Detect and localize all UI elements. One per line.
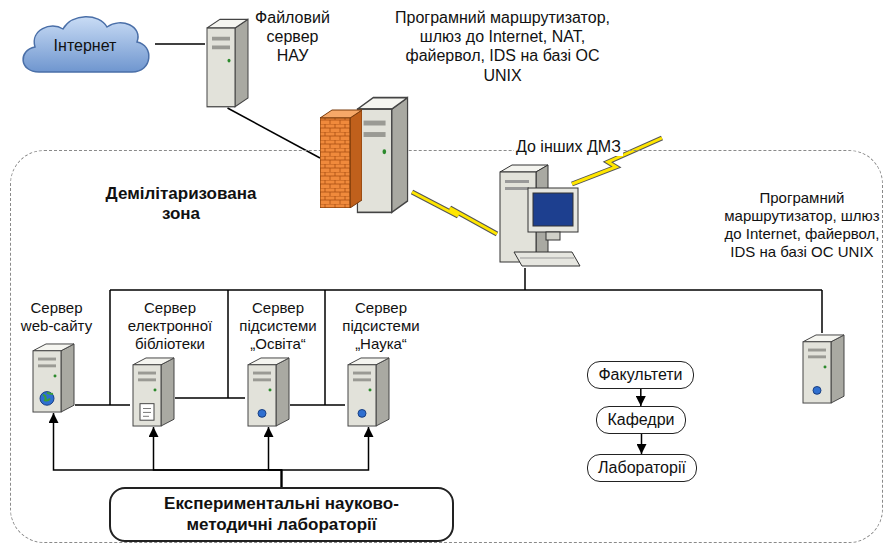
server-icon [801,334,846,404]
bus-lines [75,268,822,405]
node-label: Сервер електронної бібліотеки [114,299,226,353]
icon-box [205,18,250,108]
wireless-link [412,138,662,234]
server-icon [205,18,250,108]
server-icon [246,357,291,427]
node-label: Кафедри [607,410,674,429]
connector-line [155,43,205,45]
node-label: Демілітаризована зона [96,184,266,225]
server-node: Сервер підсистеми „Наука“ [331,299,431,427]
icon-box [801,334,846,404]
note-label: До інших ДМЗ [514,137,623,156]
node-label: Сервер підсистеми „Освіта“ [233,299,323,353]
server-icon [131,357,176,427]
server-node: Сервер підсистеми „Освіта“ [233,299,323,427]
connector-line [641,434,643,454]
connector-line [54,413,282,487]
firewall-icon [320,108,362,208]
icon-box [131,357,176,427]
lab-box: Експериментальні науково-методичні лабор… [109,487,454,542]
node-label: Сервер підсистеми „Наука“ [331,299,431,353]
node-label: Файловий сервер НАУ [255,8,330,66]
server-icon [31,343,76,413]
server-icon [355,96,410,214]
node-label: Програмний маршрутизатор, шлюз до Intern… [716,189,888,261]
server-node: Програмний маршрутизатор, шлюз до Intern… [716,189,888,404]
node-label: Інтернет [15,36,155,55]
node-label: Програмний маршрутизатор, шлюз до Intern… [395,8,610,85]
server-node: Сервер web-сайту [19,299,94,413]
node-label: Факультети [598,365,682,384]
node-label: Експериментальні науково-методичні лабор… [149,494,414,535]
icon-box [320,108,362,208]
internet-cloud: Інтернет [15,10,155,78]
unit-box: Факультети [587,361,694,389]
dmz-region: Демілітаризована зонаПрограмний маршрути… [10,150,883,543]
node-label: Сервер web-сайту [19,299,94,335]
server-node: Сервер електронної бібліотеки [114,299,226,427]
server-node: Програмний маршрутизатор, шлюз до Intern… [320,8,610,218]
unit-box: Лабораторії [587,454,697,482]
workstation-icon [500,165,580,266]
unit-box: Кафедри [596,406,686,434]
icon-box [246,357,291,427]
server-icon [346,357,391,427]
server-node: Файловий сервер НАУ [205,8,327,113]
icon-box [31,343,76,413]
icon-box [346,357,391,427]
connector-line [154,427,282,487]
connector-line [282,427,369,487]
node-label: Лабораторії [598,458,686,477]
icon-box [355,96,410,214]
connector-line [269,427,282,487]
connector-line [640,389,642,406]
